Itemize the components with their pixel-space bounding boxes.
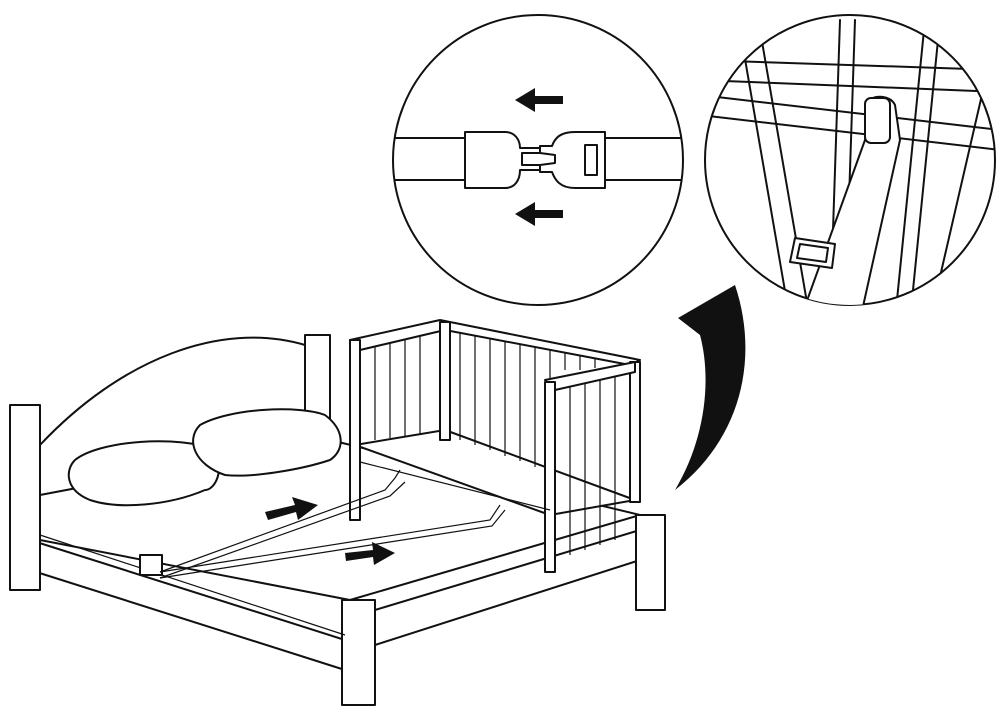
pillows [67,408,342,507]
crib-slats [374,330,616,555]
crib-post-back-left [439,321,451,441]
pillow-left [67,440,221,507]
arrow-right-icon [345,542,395,565]
buckle-detail [392,14,684,306]
crib-post-front-left [349,339,361,521]
buckle-male [464,131,541,189]
direction-arrows [265,497,395,565]
foot-post-front [341,599,376,706]
strap-attachment-detail [704,14,996,306]
crib-top-rail [349,319,641,366]
headboard-post-left [9,404,41,591]
arrow-right-icon [265,497,318,520]
crib-post-back-right [629,361,641,503]
foot-post-right [635,514,666,611]
arrow-left-icon [515,88,563,112]
bedside-crib [349,319,641,573]
bed [9,334,666,706]
arrow-left-icon [515,202,563,226]
pillow-right [192,408,342,477]
crib-post-front-right [544,381,556,573]
curved-arrow-icon [675,285,746,490]
strap-anchor [139,554,163,576]
fastening-straps [159,469,506,579]
headboard-post-right [304,334,331,421]
